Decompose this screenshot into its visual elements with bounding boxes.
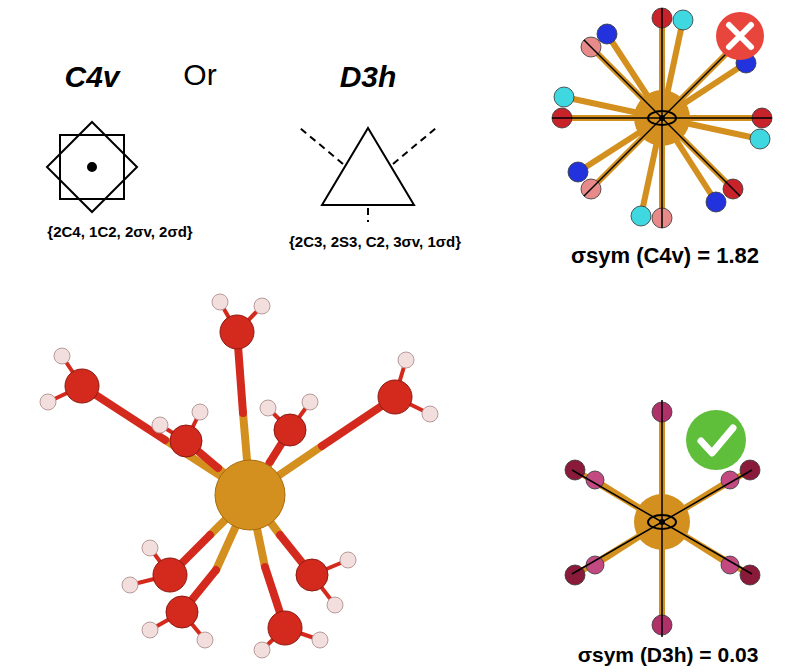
wrong-icon xyxy=(716,12,764,60)
molecule xyxy=(40,294,438,658)
symmetry-measure: σsym (D3h) = 0.03 xyxy=(578,643,759,666)
symmetry-operations: {2C4, 1C2, 2σv, 2σd} xyxy=(47,224,192,241)
c4v-symbol xyxy=(47,122,137,212)
point-group-label: D3h xyxy=(340,60,397,93)
d3h-projection xyxy=(565,400,760,637)
symmetry-measure: σsym (C4v) = 1.82 xyxy=(571,244,759,268)
d3h-symbol xyxy=(300,128,436,222)
c4v-projection xyxy=(552,8,772,228)
symmetry-operations: {2C3, 2S3, C2, 3σv, 1σd} xyxy=(289,234,461,251)
point-group-label: C4v xyxy=(64,60,119,93)
correct-icon xyxy=(686,410,746,470)
connector-word: Or xyxy=(183,58,216,91)
